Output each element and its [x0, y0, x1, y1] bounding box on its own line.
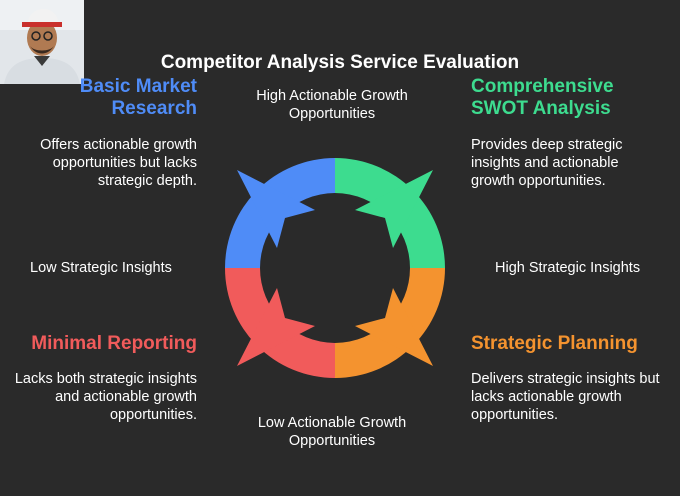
- axis-top-label: High Actionable Growth Opportunities: [256, 88, 408, 122]
- axis-left-label: Low Strategic Insights: [30, 260, 172, 276]
- quadrant-top-left-description: Offers actionable growth opportunities b…: [40, 137, 197, 189]
- quadrant-top-right-description: Provides deep strategic insights and act…: [471, 137, 623, 189]
- arrow-bottom-right: [355, 288, 433, 366]
- quadrant-bottom-left-title: Minimal Reporting: [31, 333, 197, 354]
- quadrant-top-right-title: Comprehensive SWOT Analysis: [471, 76, 614, 119]
- quadrant-bottom-right-description: Delivers strategic insights but lacks ac…: [471, 371, 660, 423]
- arrow-top-right: [355, 170, 433, 248]
- page-title: Competitor Analysis Service Evaluation: [160, 52, 520, 73]
- quadrant-bottom-left-description: Lacks both strategic insights and action…: [14, 371, 197, 423]
- arrow-bottom-left: [237, 288, 315, 366]
- axis-bottom-label: Low Actionable Growth Opportunities: [257, 415, 407, 449]
- profile-photo: [0, 0, 84, 84]
- arrow-top-left: [237, 170, 315, 248]
- quadrant-bottom-right-title: Strategic Planning: [471, 333, 638, 354]
- quadrant-top-left-title: Basic Market Research: [79, 76, 197, 119]
- axis-right-label: High Strategic Insights: [495, 260, 641, 276]
- quadrant-ring-diagram: [225, 158, 445, 383]
